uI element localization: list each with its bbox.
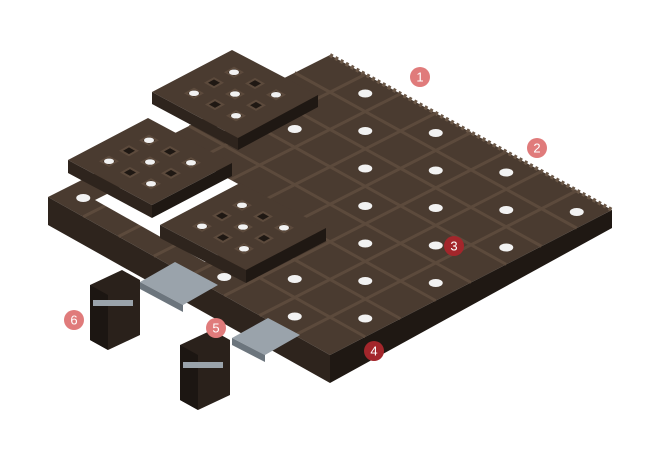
tile-cell xyxy=(159,145,181,158)
callout-6: 6 xyxy=(64,310,84,330)
tile-hole xyxy=(231,112,241,119)
floor-hole xyxy=(569,208,584,216)
floor-hole xyxy=(428,129,443,137)
floor-hole xyxy=(358,127,373,135)
callout-2: 2 xyxy=(527,138,547,158)
tile-cells xyxy=(183,66,287,122)
tile-cell xyxy=(211,210,233,222)
floor-hole xyxy=(428,166,443,175)
floor-hole xyxy=(76,194,91,202)
tile-hole xyxy=(238,224,248,230)
tile-cell xyxy=(245,99,267,111)
tile-hole xyxy=(186,159,196,166)
floor-rib xyxy=(294,71,578,230)
floor-rib xyxy=(294,189,578,337)
floor-hole xyxy=(287,312,302,321)
callout-3: 3 xyxy=(444,236,464,256)
svg-text:4: 4 xyxy=(370,344,377,359)
floor-skirt-right xyxy=(330,210,612,383)
svg-text:3: 3 xyxy=(450,239,457,254)
tile-cells xyxy=(191,199,295,255)
tile-cell xyxy=(160,167,182,179)
floor-rib xyxy=(258,169,543,317)
tile-hole xyxy=(230,91,240,97)
svg-text:5: 5 xyxy=(212,321,219,336)
tile-hole xyxy=(197,223,207,230)
tile-rear xyxy=(152,50,318,150)
floor-hole xyxy=(428,204,443,212)
tile-cell xyxy=(204,98,226,111)
callout-4: 4 xyxy=(364,341,384,361)
floor-rib xyxy=(223,150,507,298)
tile-hole xyxy=(237,202,247,209)
svg-text:6: 6 xyxy=(70,313,77,328)
callout-5: 5 xyxy=(206,318,226,338)
connector-clip-5 xyxy=(180,330,230,410)
svg-text:1: 1 xyxy=(416,70,423,85)
floor-hole xyxy=(499,206,514,214)
tile-hole xyxy=(279,224,289,231)
floor-hole xyxy=(217,273,232,281)
floor-hole xyxy=(287,125,302,133)
tile-hole xyxy=(104,158,114,165)
floor-rib xyxy=(258,89,543,248)
floor-hole xyxy=(358,239,373,248)
floor-holes xyxy=(76,87,584,323)
tile-hole xyxy=(145,159,155,165)
floor-hole xyxy=(358,164,373,173)
tile-front xyxy=(160,183,326,283)
callouts: 1 2 3 4 5 6 xyxy=(64,67,547,361)
tile-hole xyxy=(189,90,199,97)
floor-hole xyxy=(358,277,373,285)
tile-cell xyxy=(252,210,274,223)
tile-hole xyxy=(146,180,156,187)
tile-cell xyxy=(118,145,140,157)
connector-clip-6 xyxy=(90,270,140,350)
floor-hole xyxy=(499,243,514,252)
tile-hole xyxy=(239,245,249,252)
floor-hole xyxy=(358,314,373,323)
tile-cell xyxy=(212,231,234,244)
tile-cell xyxy=(244,77,266,90)
tile-cell xyxy=(253,232,275,244)
support-rails xyxy=(140,262,300,362)
callout-1: 1 xyxy=(410,67,430,87)
floor-hole xyxy=(428,279,443,287)
tile-cell xyxy=(119,166,141,179)
floor-hole xyxy=(428,241,443,250)
floor-hole xyxy=(499,168,514,177)
tile-hole xyxy=(144,137,154,144)
tile-left xyxy=(68,118,232,218)
tile-hole xyxy=(229,69,239,76)
floor-hole xyxy=(358,89,373,98)
floor-hole xyxy=(358,202,373,210)
tile-cell xyxy=(203,77,225,89)
svg-text:2: 2 xyxy=(533,141,540,156)
tile-hole xyxy=(271,91,281,98)
floor-hole xyxy=(287,275,302,283)
tile-cells xyxy=(98,134,202,190)
